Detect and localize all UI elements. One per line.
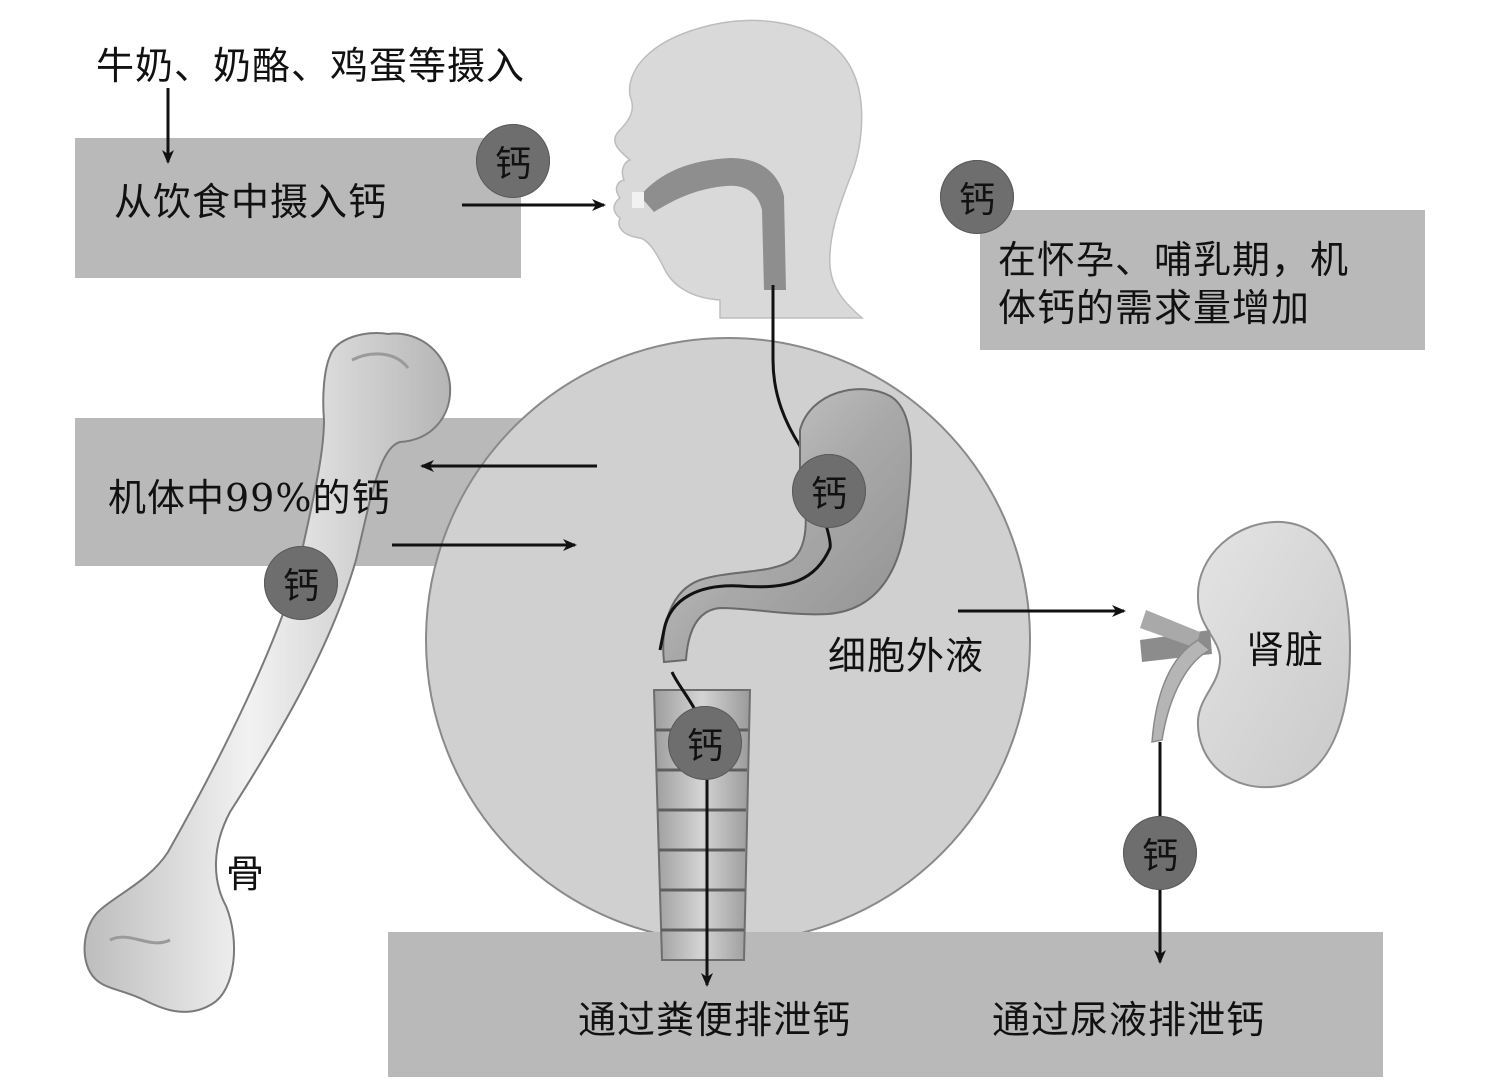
bone-store-label: 机体中99%的钙: [108, 476, 391, 520]
calcium-badge-intestine: 钙: [668, 706, 742, 780]
fecal-excretion-label: 通过粪便排泄钙: [578, 998, 852, 1042]
kidney-label: 肾脏: [1246, 628, 1325, 672]
extracellular-fluid-label: 细胞外液: [828, 634, 985, 678]
calcium-badge-pregnancy: 钙: [940, 160, 1014, 234]
calcium-badge-intake: 钙: [476, 124, 550, 198]
calcium-badge-urine: 钙: [1123, 816, 1197, 890]
pregnancy-note-line1: 在怀孕、哺乳期，机: [998, 238, 1350, 282]
bone-label: 骨: [226, 852, 266, 896]
dietary-intake-label: 从饮食中摄入钙: [114, 180, 388, 224]
head-silhouette: [613, 19, 864, 319]
bone-illustration: [83, 332, 452, 1013]
esophagus-line: [771, 285, 808, 471]
dietary-intake-panel: [75, 138, 521, 278]
pregnancy-note-panel: [980, 210, 1425, 350]
calcium-badge-stomach: 钙: [792, 454, 866, 528]
excretion-panel: [388, 932, 1383, 1077]
intake-source-label: 牛奶、奶酪、鸡蛋等摄入: [96, 44, 526, 88]
calcium-badge-bone: 钙: [264, 546, 338, 620]
pregnancy-note-line2: 体钙的需求量增加: [998, 286, 1311, 330]
urine-excretion-label: 通过尿液排泄钙: [992, 998, 1266, 1042]
kidney-illustration: [1140, 520, 1352, 789]
